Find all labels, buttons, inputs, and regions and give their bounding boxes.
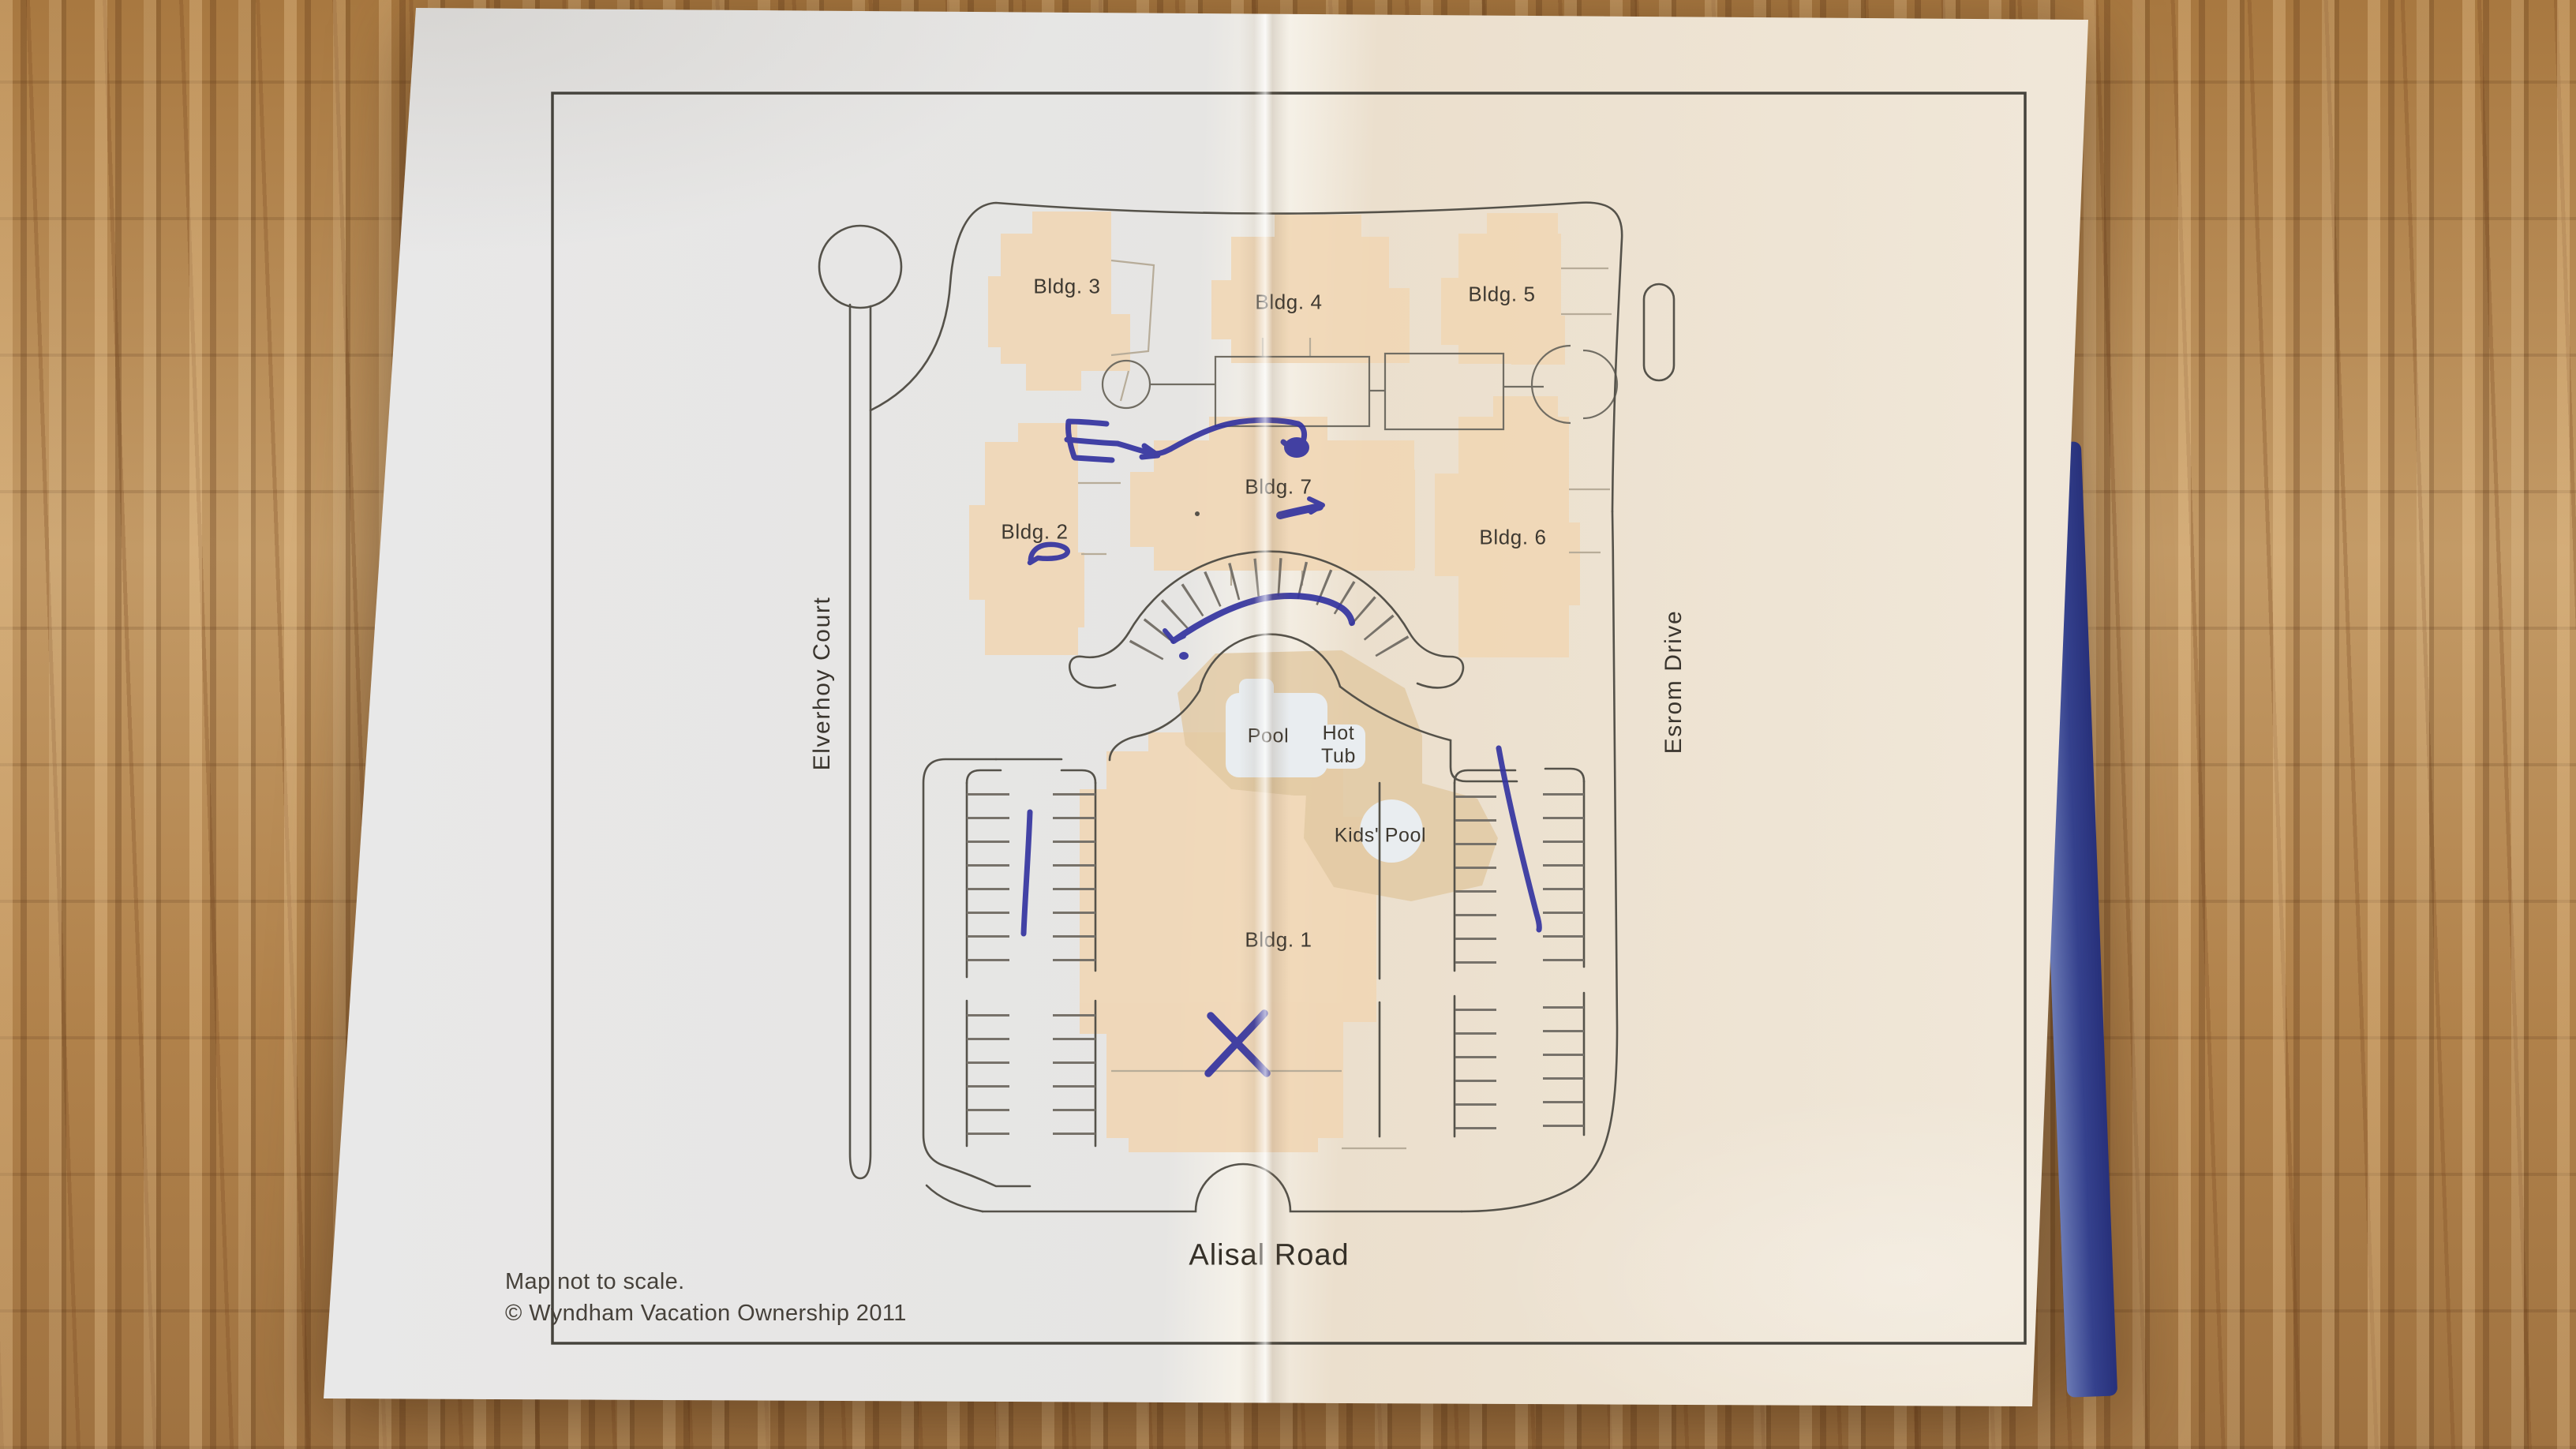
label-bldg-4: Bldg. 4 <box>1255 290 1323 314</box>
label-pool: Pool <box>1247 724 1290 747</box>
east-comb-hooks <box>1453 767 1586 784</box>
kids-pool-shape <box>1360 799 1423 863</box>
arc-drive-east-hook <box>1408 631 1465 689</box>
map-dot <box>1195 511 1200 516</box>
walkway-lines <box>1078 259 1612 1150</box>
label-bldg-2: Bldg. 2 <box>1001 519 1069 544</box>
label-street-esrom-drive: Esrom Drive <box>1661 609 1687 754</box>
building-6-shape <box>1435 396 1580 657</box>
pen-arc-drive-stroke <box>1163 593 1355 660</box>
label-bldg-7: Bldg. 7 <box>1245 474 1312 499</box>
alisal-road-edge-with-entry <box>981 1163 1463 1213</box>
arc-parking-ticks <box>1129 557 1410 661</box>
west-comb-hooks <box>965 769 1097 784</box>
pen-arrowhead-blob <box>1284 437 1309 458</box>
cul-de-sac-circle <box>818 224 903 309</box>
hot-tub-shape <box>1320 724 1365 769</box>
label-hot-tub: Hot Tub <box>1321 722 1356 767</box>
arc-drive-west-hook <box>1069 631 1130 689</box>
label-bldg-1: Bldg. 1 <box>1245 927 1312 952</box>
map-copyright: © Wyndham Vacation Ownership 2011 <box>505 1301 907 1326</box>
pool-plaza-west-edge <box>1108 689 1201 762</box>
building-3-shape <box>988 212 1130 391</box>
label-kids-pool: Kids' Pool <box>1334 824 1427 847</box>
map-disclaimer: Map not to scale. <box>505 1269 685 1294</box>
parking-ticks <box>967 557 1584 1138</box>
building-5-shape <box>1441 213 1565 365</box>
pen-squiggle-bldg2 <box>1027 541 1070 566</box>
esrom-median-island <box>1642 283 1676 382</box>
west-parking-outer <box>922 758 1032 1188</box>
label-street-elverhoy-court: Elverhoy Court <box>809 596 835 771</box>
property-boundary-north-east <box>869 201 1623 513</box>
elverhoy-court-road <box>848 303 872 1180</box>
southwest-corner <box>925 1184 984 1213</box>
pool-plaza-east-edge <box>1339 685 1518 783</box>
clubhouse-structures <box>1101 344 1619 431</box>
label-bldg-6: Bldg. 6 <box>1479 525 1547 549</box>
label-bldg-5: Bldg. 5 <box>1468 282 1536 306</box>
pen-west-parking-stroke <box>1020 809 1033 937</box>
label-bldg-3: Bldg. 3 <box>1033 274 1101 298</box>
pen-east-parking-stroke <box>1496 745 1542 933</box>
label-street-alisal-road: Alisal Road <box>1189 1238 1350 1272</box>
east-parking-outer-curve <box>1460 510 1619 1213</box>
